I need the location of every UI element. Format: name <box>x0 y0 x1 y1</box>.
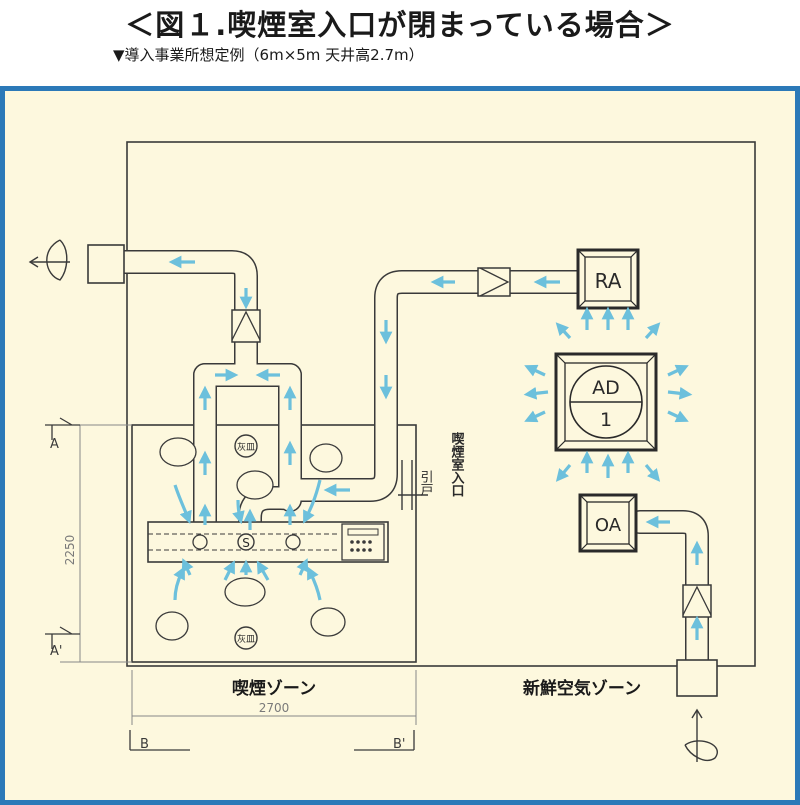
section-a: A <box>50 437 59 452</box>
section-b: B <box>140 737 149 752</box>
ad-unit: AD 1 <box>554 352 658 452</box>
outdoor-intake-hood <box>676 659 718 697</box>
person-icon <box>159 437 197 467</box>
fresh-air-zone-label: 新鮮空気ゾーン <box>523 678 641 699</box>
page-title: ＜図１.喫煙室入口が閉まっている場合＞ <box>125 8 675 42</box>
entrance-label: 喫煙室入口 <box>449 431 465 497</box>
room-outline <box>126 141 756 667</box>
ashtray-top: 灰皿 <box>234 434 258 458</box>
person-icon <box>224 577 266 607</box>
dimension-width: 2700 <box>259 701 290 715</box>
duct-system <box>112 250 709 672</box>
dimension-height: 2250 <box>63 535 77 566</box>
section-markers <box>45 417 415 751</box>
smoking-table: S <box>147 521 389 563</box>
ad-label-bottom: 1 <box>600 409 612 431</box>
intake-air-icon <box>684 708 718 762</box>
sliding-door <box>398 460 428 510</box>
person-icon <box>155 611 189 641</box>
page-subtitle: ▼導入事業所想定例（6m×5m 天井高2.7m） <box>113 46 424 64</box>
ad-label-top: AD <box>592 377 620 399</box>
ashtray-top-label: 灰皿 <box>237 441 255 453</box>
ashtray-bottom-label: 灰皿 <box>237 633 255 645</box>
section-a-prime: A' <box>50 644 62 659</box>
ra-unit: RA <box>576 248 640 310</box>
diagram-panel <box>0 86 800 805</box>
exhaust-hood <box>87 244 125 284</box>
airflow-arrows <box>168 255 704 640</box>
smoking-room-outline <box>131 424 417 663</box>
section-b-prime: B' <box>393 737 406 752</box>
person-icon <box>236 470 274 500</box>
damper-outdoor <box>682 584 712 618</box>
damper-return <box>477 267 511 297</box>
dimension-lines <box>60 424 417 725</box>
person-icon <box>310 607 346 637</box>
people-icons <box>155 437 346 641</box>
damper-exhaust <box>231 309 261 343</box>
ra-label: RA <box>595 269 622 293</box>
oa-label: OA <box>595 515 622 536</box>
person-icon <box>309 443 343 473</box>
door-label: 引戸 <box>418 470 434 496</box>
fan-label: S <box>242 536 250 550</box>
exhaust-air-icon <box>28 239 70 281</box>
smoking-zone-label: 喫煙ゾーン <box>232 679 316 699</box>
ashtray-bottom: 灰皿 <box>234 626 258 650</box>
oa-unit: OA <box>578 493 638 553</box>
